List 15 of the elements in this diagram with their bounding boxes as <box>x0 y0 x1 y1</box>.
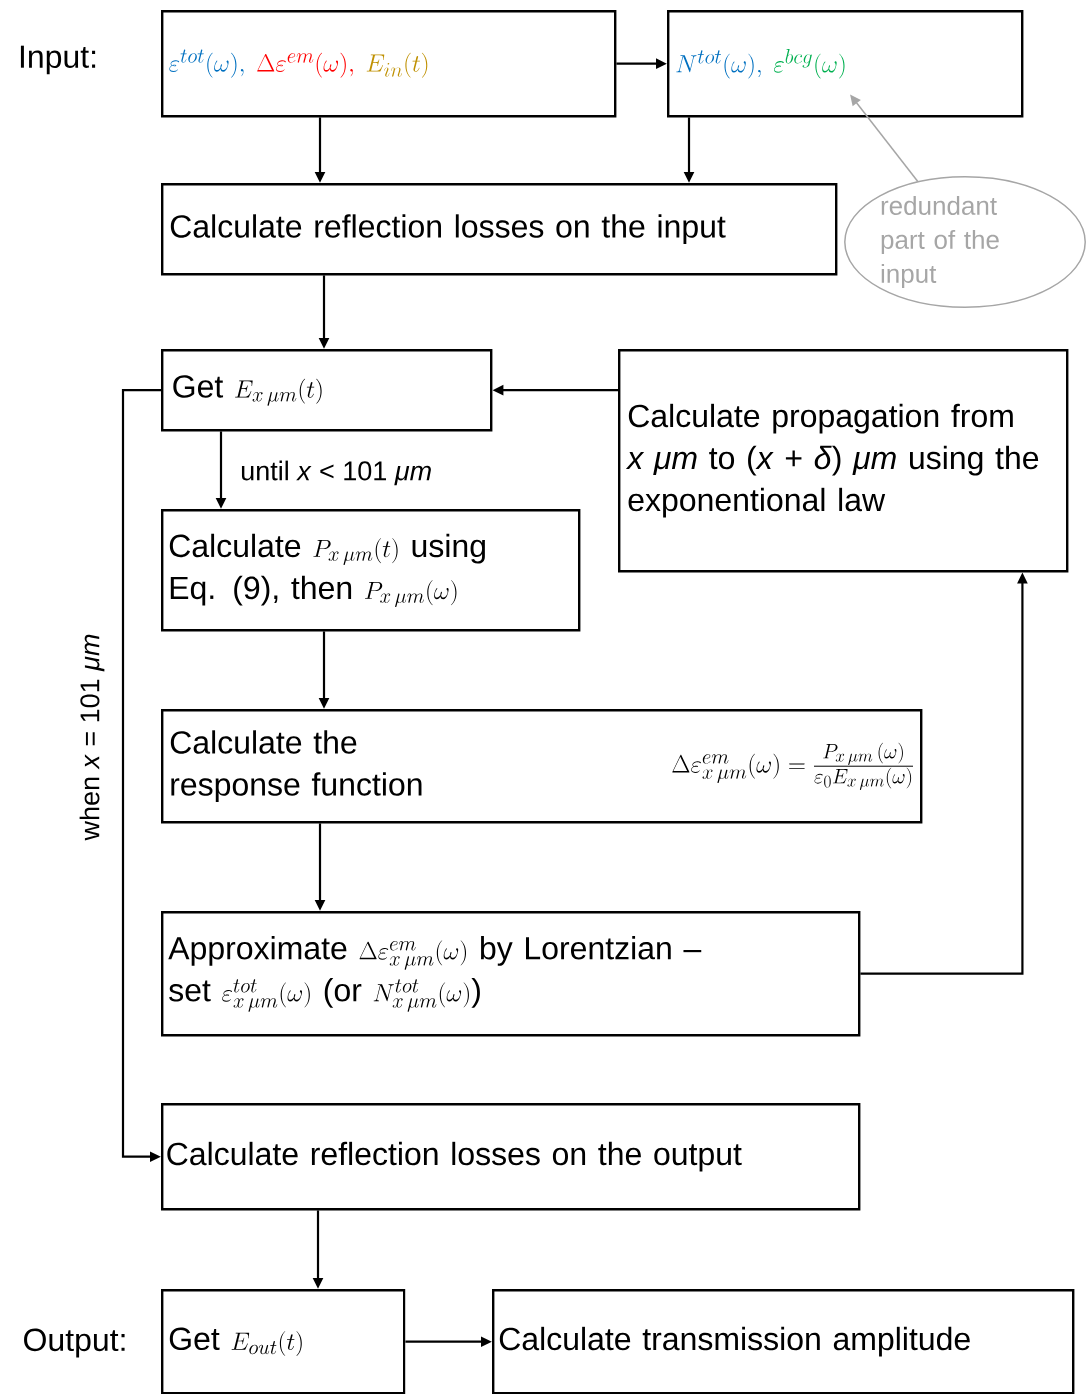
process-box: $\text{Calculate } P_{x\,\mu m}(t)\text{ using}$ $\text{Eq. (9), then } P_{x\,\mu m}(\omega)$ <box>161 509 581 632</box>
edge-label: until x < 101 μm <box>238 458 435 488</box>
row-label: Input: <box>20 45 96 75</box>
process-box: Calculate transmission amplitude <box>492 1289 1075 1394</box>
input-box: $N^{tot}(\omega),$ $\varepsilon^{bcg}(\omega)$ <box>667 10 1024 118</box>
input-box: $\varepsilon^{tot}(\omega),$ $\Delta\varepsilon^{em}(\omega),$ $E_{in}(t)$ <box>161 10 617 118</box>
process-box: $\text{Approximate } \Delta\varepsilon^{em}_{x\,\mu m}(\omega)\text{ by Lorentzian --}$ $\text{set } \varepsilon^{tot}_{x\,\mu m}(\omega)\text{ (or }N^{tot}_{x\,\mu m}(\omega)\text{)}$ <box>161 911 861 1037</box>
row-label: Output: <box>24 1328 125 1358</box>
process-box: Calculate the response function $\Delta\varepsilon^{em}_{x\,\mu m}(\omega) = \frac{P_{x\,\mu m}\,(\omega)}{\varepsilon_0 E_{x\,\mu m}(\omega)}$ <box>161 709 923 824</box>
process-box: Calculate reflection losses on the output <box>161 1103 861 1211</box>
process-box: $\text{Get } E_{x\,\mu m}(t)$ <box>161 349 493 432</box>
output-box: $\text{Get } E_{out}(t)$ <box>161 1289 406 1394</box>
process-box: Calculate reflection losses on the input <box>161 183 838 276</box>
edge-label: when x = 101 μm <box>77 631 107 843</box>
process-box: Calculate propagation from x μm to (x + δ) μm using the exponentional law <box>618 349 1069 573</box>
